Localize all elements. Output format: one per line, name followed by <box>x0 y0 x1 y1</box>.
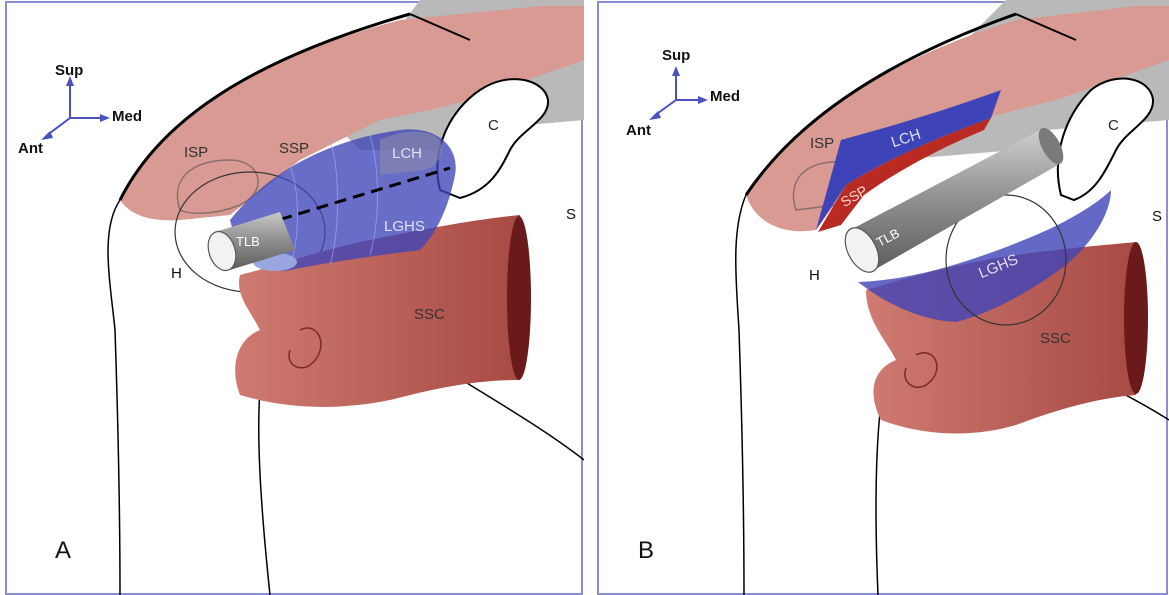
panel-a-illustration <box>0 0 584 595</box>
label-ssc-b: SSC <box>1040 330 1071 347</box>
label-c-b: C <box>1108 117 1119 134</box>
axis-label-ant: Ant <box>18 140 43 157</box>
panel-b-illustration <box>596 0 1169 595</box>
label-tlb: TLB <box>236 234 260 249</box>
axis-label-med: Med <box>112 108 142 125</box>
label-lch: LCH <box>392 145 422 162</box>
label-lghs: LGHS <box>384 218 425 235</box>
ssc-tendon-end-b <box>1124 242 1148 394</box>
axis-label-ant-b: Ant <box>626 122 651 139</box>
axis-label-med-b: Med <box>710 88 740 105</box>
label-ssp: SSP <box>279 140 309 157</box>
axis-label-sup: Sup <box>55 62 83 79</box>
panel-letter-b: B <box>638 537 654 565</box>
label-s-b: S <box>1152 208 1162 225</box>
panel-letter-a: A <box>55 537 71 565</box>
panel-b: Sup Med Ant ISP LCH SSP C TLB LGHS H S S… <box>596 0 1169 595</box>
label-h-b: H <box>809 267 820 284</box>
axis-label-sup-b: Sup <box>662 47 690 64</box>
label-ssc: SSC <box>414 306 445 323</box>
label-h: H <box>171 265 182 282</box>
label-s: S <box>566 206 576 223</box>
label-isp-b: ISP <box>810 135 834 152</box>
panel-a: Sup Med Ant ISP SSP LCH C TLB LGHS H S S… <box>0 0 584 595</box>
label-isp: ISP <box>184 144 208 161</box>
label-c: C <box>488 117 499 134</box>
ssc-tendon-end <box>507 216 531 380</box>
